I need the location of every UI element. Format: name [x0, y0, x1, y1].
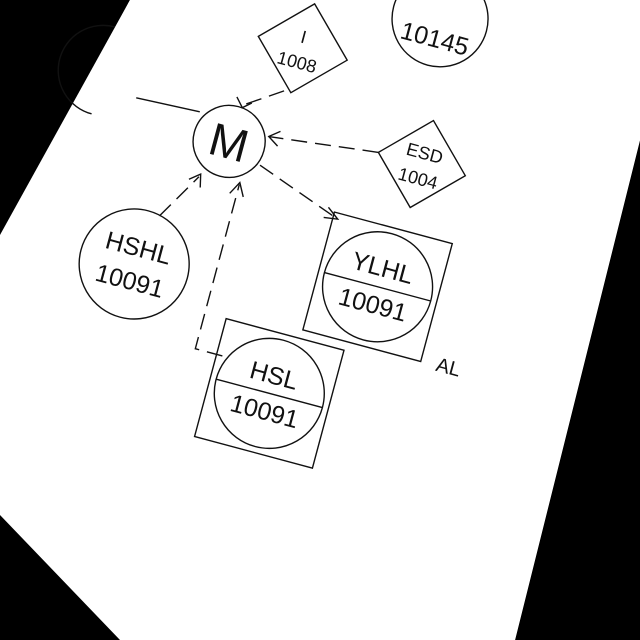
hsl-arrowhead [229, 181, 244, 198]
interlock-i-signal-line [241, 90, 285, 107]
left-partial-instrument-bubble [57, 24, 200, 115]
interlock-i-1008-diamond[interactable]: I 1008 [246, 0, 359, 105]
esd-signal-line [269, 136, 379, 154]
interlock-i-letters: I [299, 27, 309, 48]
hsl-signal-line [194, 184, 240, 357]
interlock-i-arrowhead [236, 96, 253, 109]
esd-arrowhead [267, 130, 281, 147]
hshl-arrowhead [188, 173, 202, 188]
ylhl-signal-line [259, 164, 339, 220]
ylhl-arrowhead [323, 206, 340, 221]
hshl-signal-line [158, 176, 200, 217]
